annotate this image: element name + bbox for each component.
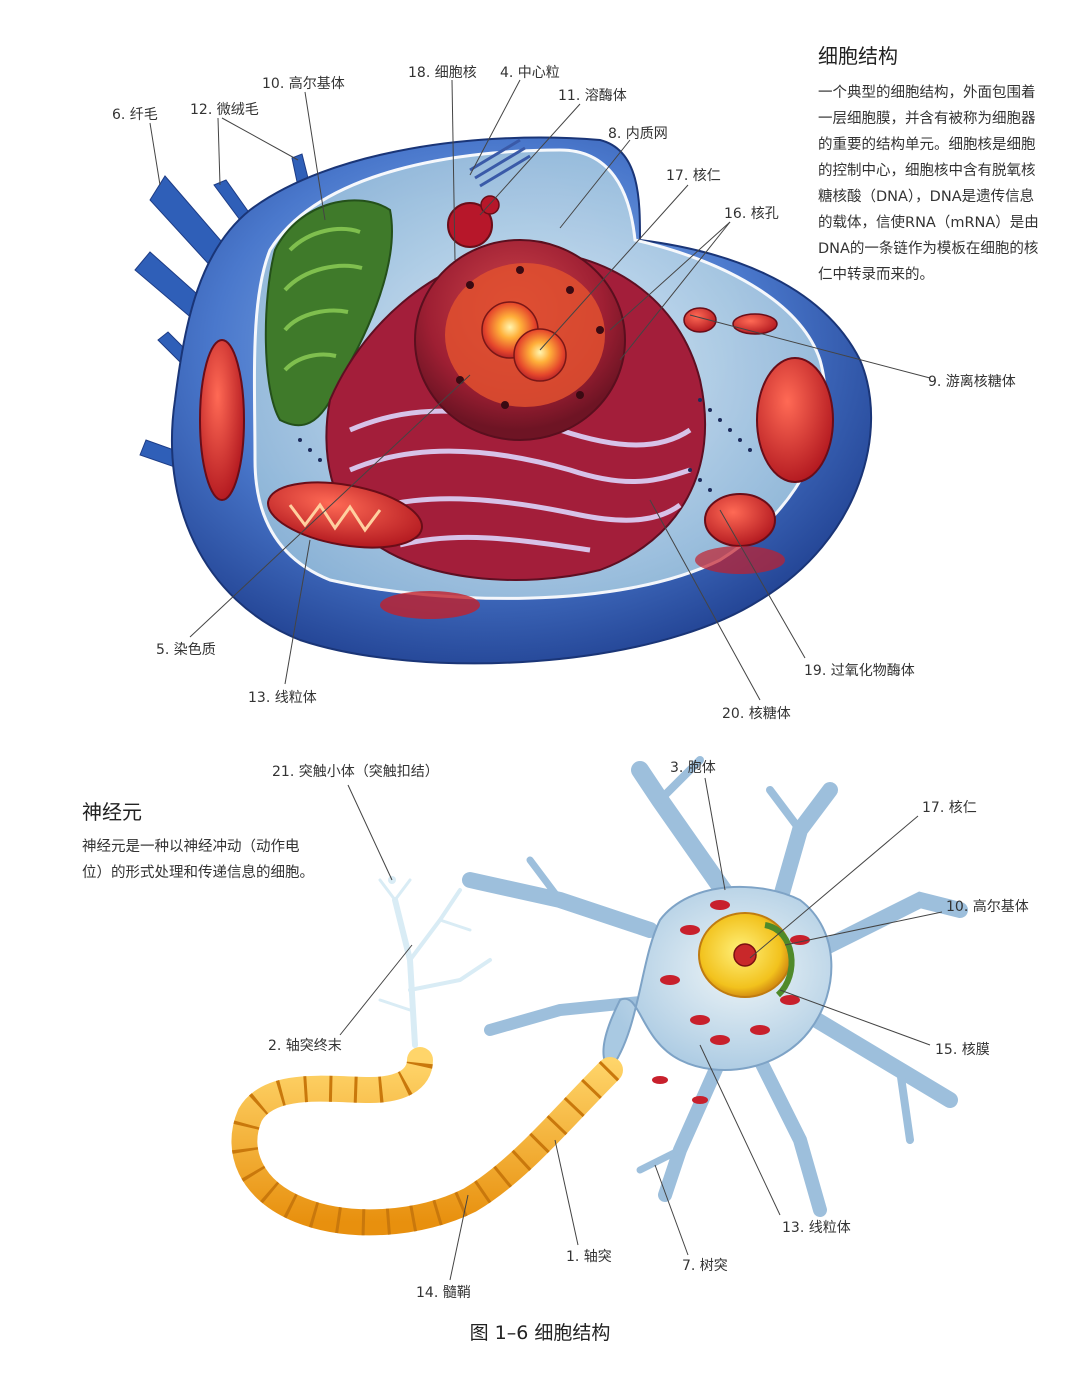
label-peroxisome: 19. 过氧化物酶体 bbox=[804, 663, 915, 679]
label-myelin: 14. 髓鞘 bbox=[416, 1285, 471, 1301]
cell-heading: 细胞结构 bbox=[818, 44, 898, 68]
label-neuron-nucleolus: 17. 核仁 bbox=[922, 800, 977, 816]
free-ribosomes bbox=[298, 398, 752, 492]
leader-lines bbox=[149, 79, 943, 1281]
golgi-apparatus bbox=[264, 199, 393, 427]
label-cell-body: 3. 胞体 bbox=[670, 760, 716, 776]
label-nuclear-membrane: 15. 核膜 bbox=[935, 1042, 990, 1058]
label-golgi: 10. 高尔基体 bbox=[262, 75, 345, 92]
neuron-description: 神经元是一种以神经冲动（动作电位）的形式处理和传递信息的细胞。 bbox=[82, 839, 314, 881]
label-mitochondrion: 13. 线粒体 bbox=[248, 690, 317, 706]
nucleus bbox=[414, 239, 626, 441]
cell-description: 一个典型的细胞结构，外面包围着一层细胞膜，并含有被称为细胞器的重要的结构单元。细… bbox=[818, 85, 1039, 283]
neuron-illustration bbox=[231, 756, 968, 1236]
neuron-heading: 神经元 bbox=[82, 800, 142, 824]
cell-illustration bbox=[134, 136, 873, 665]
label-synaptic-knob: 21. 突触小体（突触扣结） bbox=[272, 764, 439, 780]
centriole bbox=[469, 138, 531, 188]
label-ribosome: 20. 核糖体 bbox=[722, 706, 791, 722]
label-axon: 1. 轴突 bbox=[566, 1249, 612, 1265]
label-nucleus: 18. 细胞核 bbox=[408, 65, 477, 81]
label-lysosome: 11. 溶酶体 bbox=[558, 88, 627, 104]
neuron-nucleolus bbox=[733, 943, 757, 967]
label-microvilli: 12. 微绒毛 bbox=[190, 102, 259, 118]
label-nucleolus: 17. 核仁 bbox=[666, 168, 721, 184]
label-cilia: 6. 纤毛 bbox=[112, 107, 158, 123]
label-axon-terminal: 2. 轴突终末 bbox=[268, 1038, 342, 1054]
label-er: 8. 内质网 bbox=[608, 126, 668, 142]
label-free-ribosome: 9. 游离核糖体 bbox=[928, 373, 1016, 390]
label-chromatin: 5. 染色质 bbox=[156, 641, 216, 658]
dendrites bbox=[462, 756, 968, 1217]
label-neuron-mitochondrion: 13. 线粒体 bbox=[782, 1220, 851, 1236]
myelin-sheath bbox=[231, 1058, 620, 1236]
cell-labels: 6. 纤毛 12. 微绒毛 10. 高尔基体 18. 细胞核 4. 中心粒 11… bbox=[112, 65, 1016, 722]
neuron-labels: 21. 突触小体（突触扣结） 3. 胞体 17. 核仁 10. 高尔基体 2. … bbox=[268, 760, 1029, 1301]
figure-caption: 图 1–6 细胞结构 bbox=[469, 1322, 611, 1344]
axon-terminal bbox=[378, 878, 492, 1048]
label-dendrite: 7. 树突 bbox=[682, 1258, 728, 1274]
neuron-golgi bbox=[764, 922, 795, 998]
label-neuron-golgi: 10. 高尔基体 bbox=[946, 898, 1029, 915]
mitochondria bbox=[199, 307, 834, 619]
neuron-mitochondria bbox=[652, 900, 810, 1104]
label-nuclear-pore: 16. 核孔 bbox=[724, 206, 779, 222]
label-centriole: 4. 中心粒 bbox=[500, 65, 560, 81]
